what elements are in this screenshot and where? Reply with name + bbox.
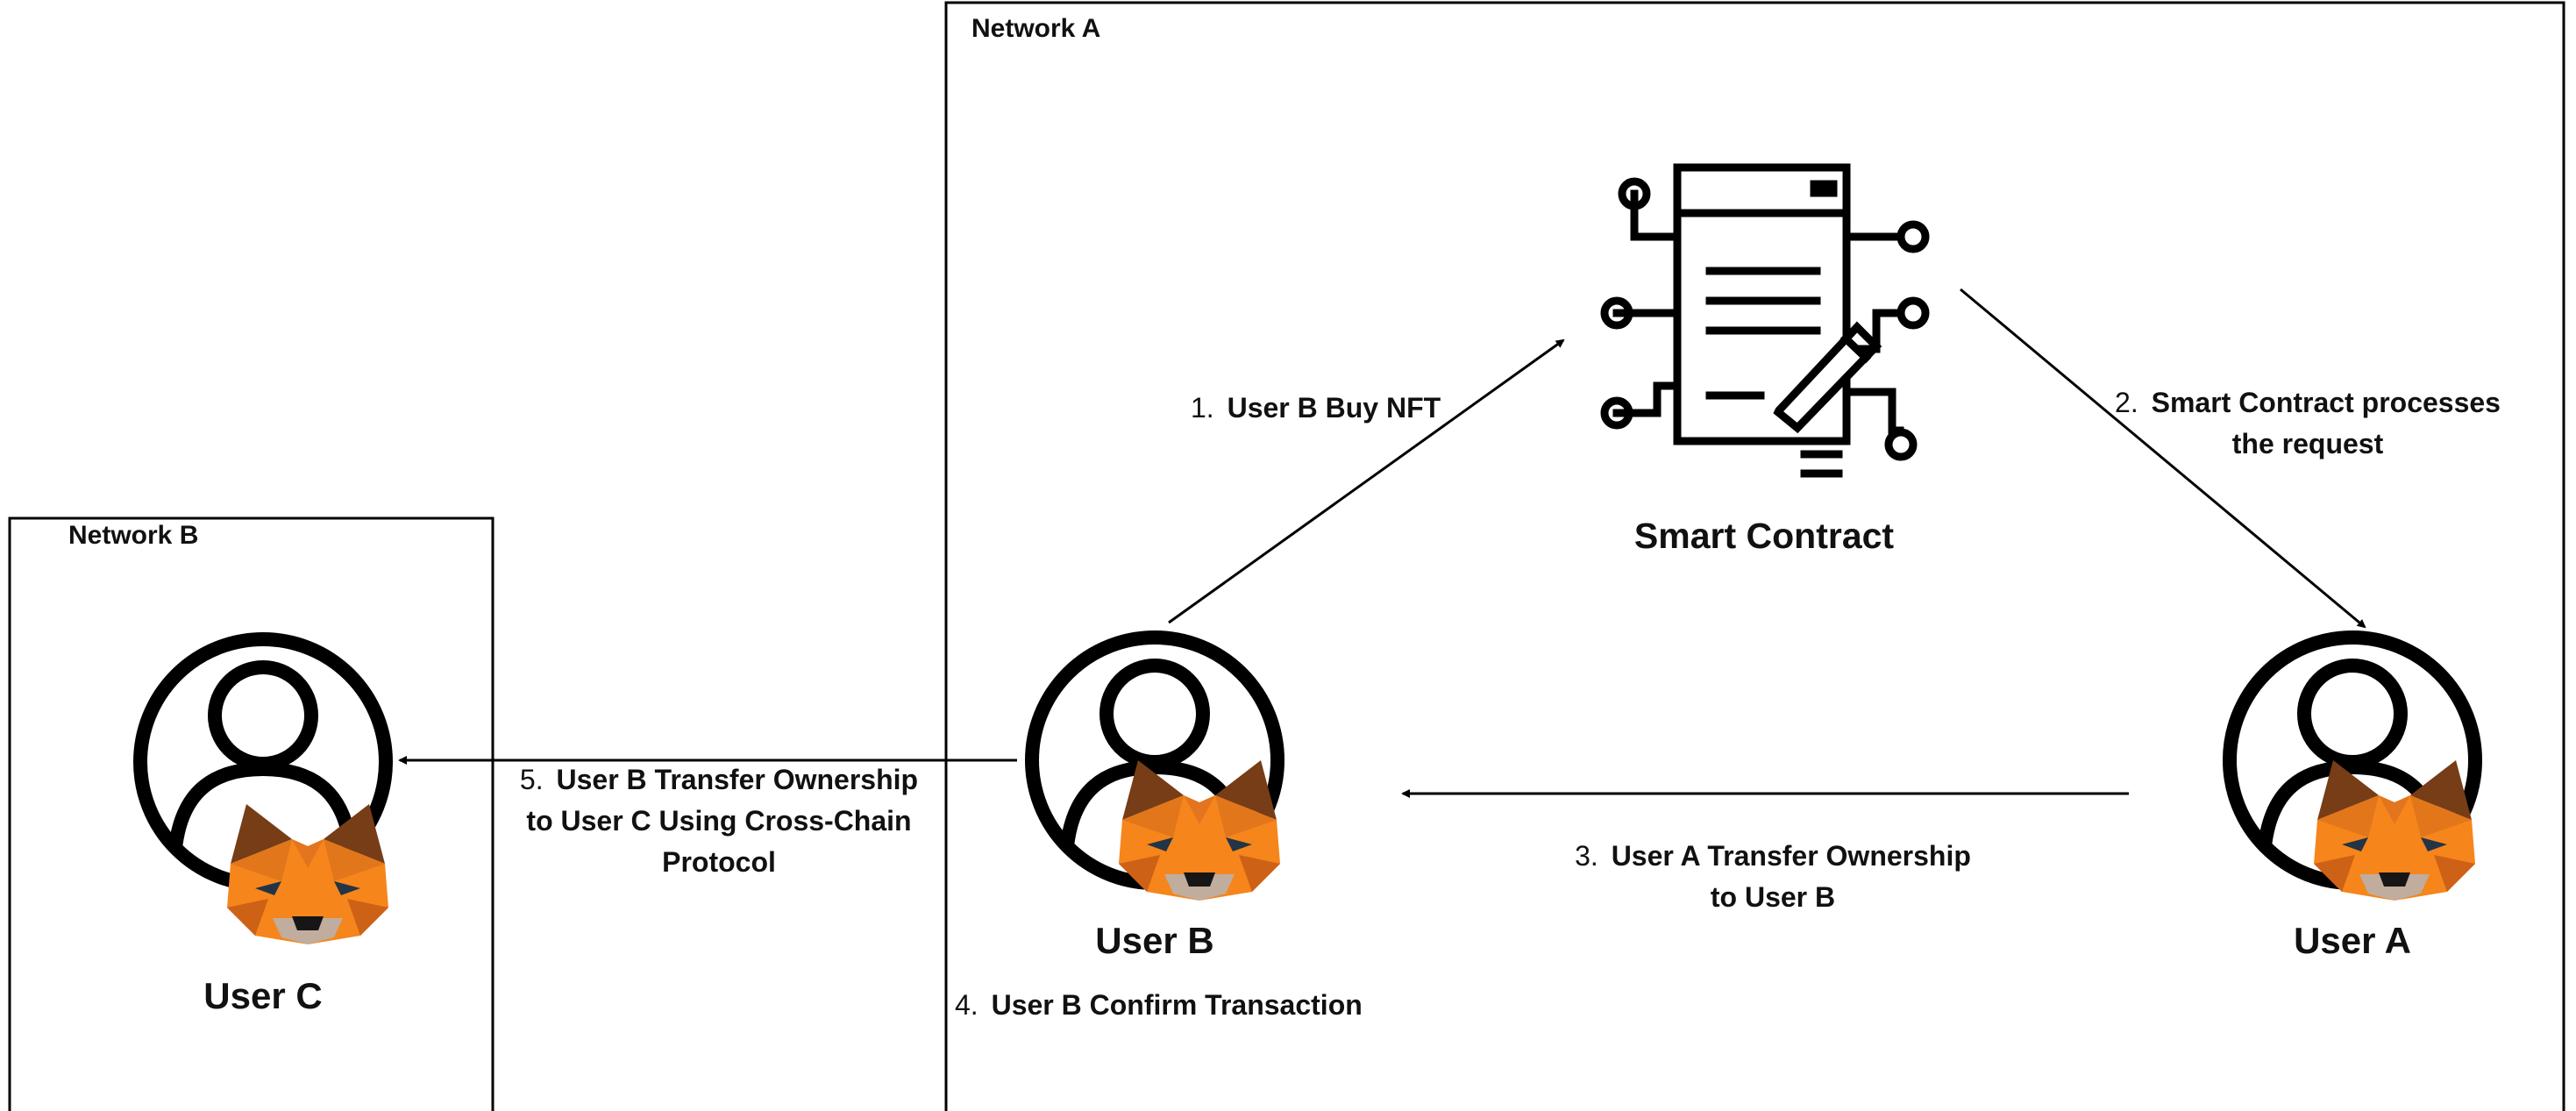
network-b-label: Network B [68, 521, 198, 550]
step-3-number: 3. [1575, 840, 1598, 872]
step-2-number: 2. [2115, 387, 2138, 418]
step-1-label: 1. User B Buy NFT [1191, 392, 1441, 424]
step-1-text: User B Buy NFT [1228, 392, 1441, 424]
user-a-node: User A [2230, 637, 2475, 961]
step-3-label-line1: 3. User A Transfer Ownership [1575, 840, 1971, 872]
user-a-label: User A [2294, 920, 2411, 961]
step-2-text-2: the request [2232, 428, 2384, 459]
step-2-text-1: Smart Contract processes [2152, 387, 2501, 418]
step-4-text: User B Confirm Transaction [992, 989, 1363, 1021]
user-c-label: User C [203, 975, 322, 1016]
step-4-number: 4. [955, 989, 978, 1021]
user-c-node: User C [140, 639, 388, 1016]
contract-document-icon [1600, 163, 1930, 478]
step-4-label: 4. User B Confirm Transaction [955, 989, 1363, 1021]
step-5-text-2: to User C Using Cross-Chain [526, 805, 911, 837]
user-b-node: User B [1032, 637, 1280, 961]
network-b-box: Network B [8, 516, 495, 1111]
step-5-label-line1: 5. User B Transfer Ownership [520, 764, 918, 795]
step-5-text-1: User B Transfer Ownership [557, 764, 919, 795]
step-2-label-line1: 2. Smart Contract processes [2115, 387, 2501, 418]
step-3-text-1: User A Transfer Ownership [1612, 840, 1971, 872]
step-1-number: 1. [1191, 392, 1214, 424]
network-a-box: Network A [944, 1, 2565, 1111]
smart-contract-label: Smart Contract [1634, 516, 1895, 556]
user-b-label: User B [1095, 920, 1213, 961]
arrow-step-2 [1960, 288, 2366, 629]
network-a-label: Network A [971, 14, 1100, 43]
arrow-step-1 [1168, 338, 1565, 624]
user-c-fox-icon [227, 804, 388, 944]
step-5-text-3: Protocol [662, 846, 776, 878]
step-3-text-2: to User B [1711, 881, 1835, 913]
step-5-number: 5. [520, 764, 544, 795]
